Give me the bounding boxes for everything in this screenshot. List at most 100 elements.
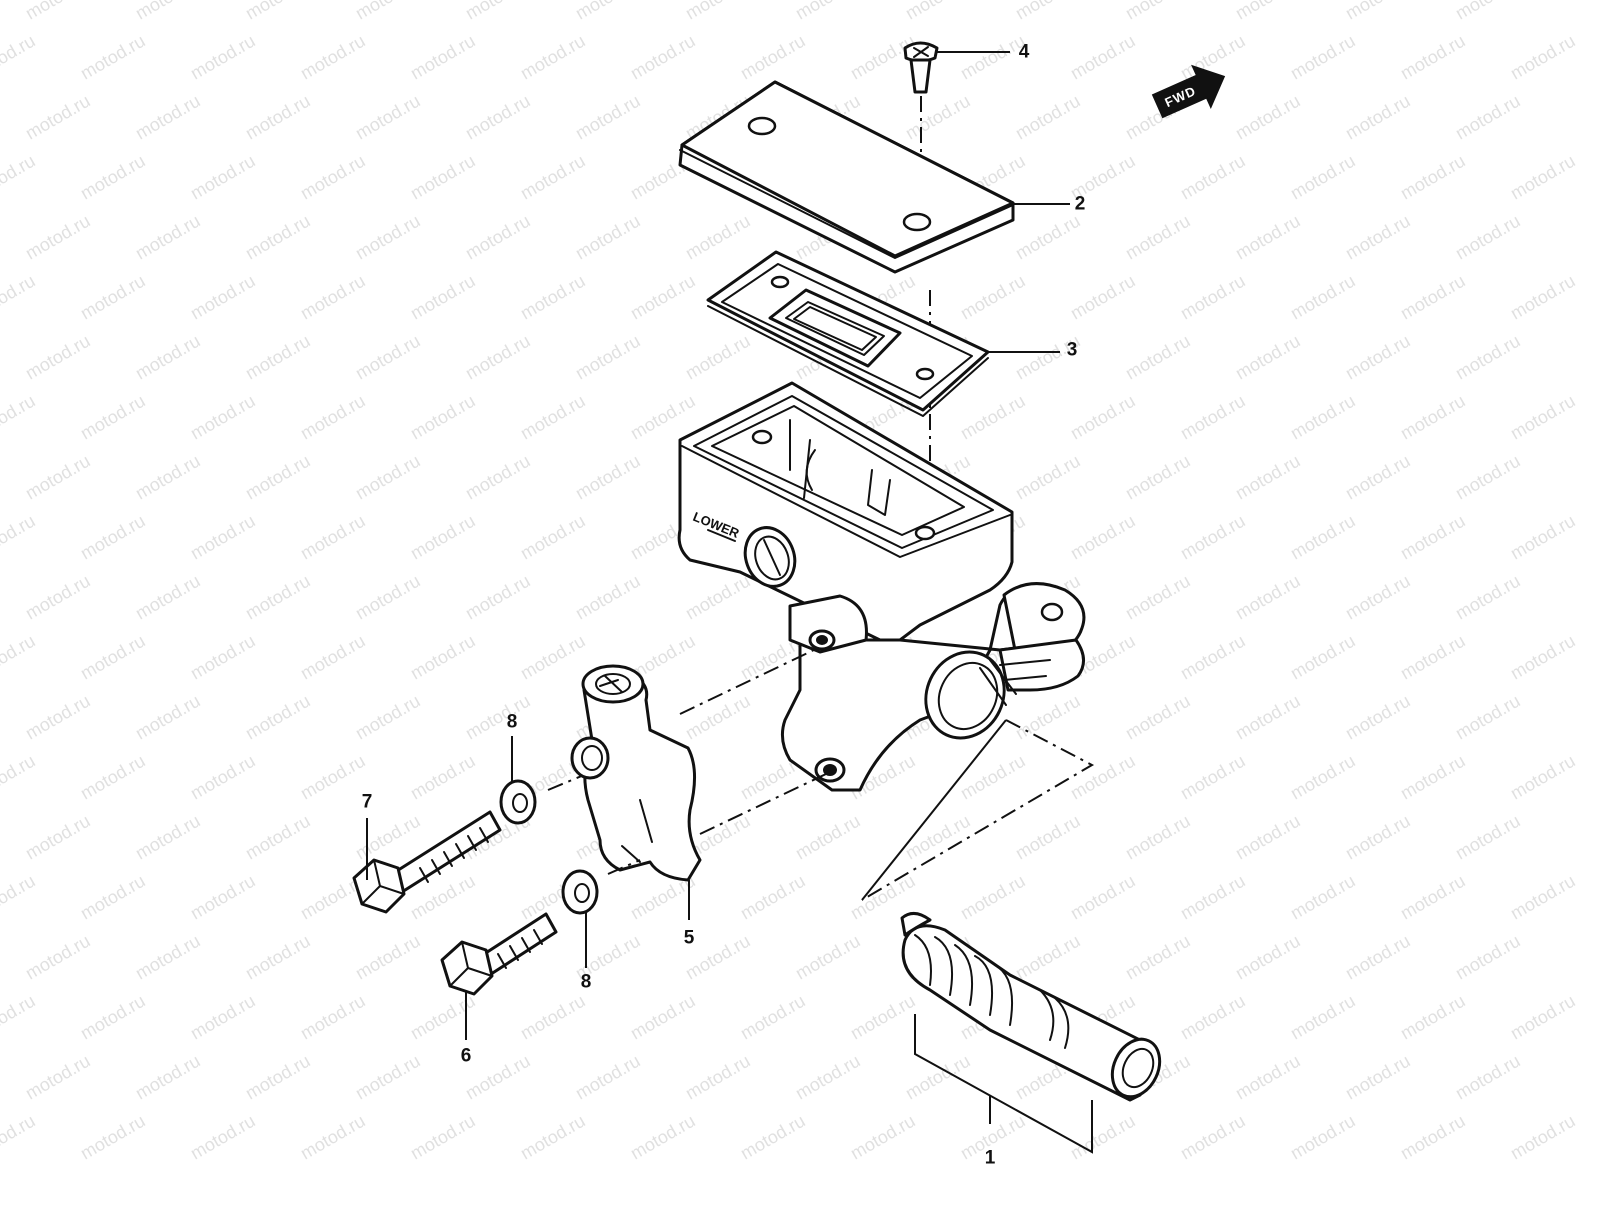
watermark-text: motod.ru <box>1342 451 1414 504</box>
watermark-text: motod.ru <box>1012 211 1084 264</box>
watermark-text: motod.ru <box>352 931 424 984</box>
watermark-text: motod.ru <box>0 871 39 924</box>
watermark-text: motod.ru <box>1507 391 1579 444</box>
master-cylinder-body: LOWER <box>677 381 1086 792</box>
watermark-text: motod.ru <box>1507 991 1579 1044</box>
watermark-text: motod.ru <box>242 331 314 384</box>
watermark-text: motod.ru <box>737 31 809 84</box>
watermark-text: motod.ru <box>462 211 534 264</box>
watermark-text: motod.ru <box>1507 1111 1579 1164</box>
watermark-text: motod.ru <box>22 331 94 384</box>
watermark-text: motod.ru <box>1342 931 1414 984</box>
watermark-text: motod.ru <box>1397 391 1469 444</box>
watermark-text: motod.ru <box>1232 331 1304 384</box>
watermark-text: motod.ru <box>1507 871 1579 924</box>
watermark-text: motod.ru <box>187 991 259 1044</box>
watermark-text: motod.ru <box>187 511 259 564</box>
watermark-text: motod.ru <box>297 391 369 444</box>
watermark-text: motod.ru <box>1177 1111 1249 1164</box>
watermark-text: motod.ru <box>77 871 149 924</box>
watermark-text: motod.ru <box>22 1051 94 1104</box>
watermark-text: motod.ru <box>0 271 39 324</box>
watermark-text: motod.ru <box>242 571 314 624</box>
watermark-text: motod.ru <box>1067 31 1139 84</box>
watermark-text: motod.ru <box>682 571 754 624</box>
watermark-text: motod.ru <box>407 1111 479 1164</box>
watermark-text: motod.ru <box>517 151 589 204</box>
watermark-text: motod.ru <box>737 991 809 1044</box>
watermark-text: motod.ru <box>682 211 754 264</box>
watermark-text: motod.ru <box>902 1051 974 1104</box>
watermark-text: motod.ru <box>22 691 94 744</box>
watermark-text: motod.ru <box>0 511 39 564</box>
watermark-text: motod.ru <box>517 271 589 324</box>
watermark-text: motod.ru <box>1397 631 1469 684</box>
watermark-text: motod.ru <box>572 1051 644 1104</box>
watermark-text: motod.ru <box>957 271 1029 324</box>
watermark-text: motod.ru <box>352 91 424 144</box>
callout-5: 5 <box>683 927 695 949</box>
watermark-text: motod.ru <box>1397 991 1469 1044</box>
watermark-text: motod.ru <box>627 31 699 84</box>
watermark-text: motod.ru <box>352 331 424 384</box>
watermark-text: motod.ru <box>1342 331 1414 384</box>
watermark-text: motod.ru <box>187 1111 259 1164</box>
watermark-text: motod.ru <box>1232 1051 1304 1104</box>
watermark-text: motod.ru <box>1067 511 1139 564</box>
watermark-text: motod.ru <box>792 0 864 23</box>
watermark-text: motod.ru <box>297 991 369 1044</box>
watermark-text: motod.ru <box>1397 31 1469 84</box>
watermark-text: motod.ru <box>1342 211 1414 264</box>
callout-leaders <box>366 51 1070 1040</box>
watermark-text: motod.ru <box>0 991 39 1044</box>
callout-1: 1 <box>984 1147 996 1169</box>
watermark-text: motod.ru <box>352 691 424 744</box>
watermark-text: motod.ru <box>132 931 204 984</box>
watermark-text: motod.ru <box>0 391 39 444</box>
watermark-text: motod.ru <box>462 91 534 144</box>
watermark-text: motod.ru <box>242 811 314 864</box>
watermark-text: motod.ru <box>1287 151 1359 204</box>
watermark-text: motod.ru <box>682 0 754 23</box>
watermark-text: motod.ru <box>407 151 479 204</box>
watermark-text: motod.ru <box>1397 151 1469 204</box>
watermark-text: motod.ru <box>517 31 589 84</box>
watermark-text: motod.ru <box>1067 751 1139 804</box>
watermark-text: motod.ru <box>1287 631 1359 684</box>
watermark-text: motod.ru <box>77 631 149 684</box>
watermark-text: motod.ru <box>682 691 754 744</box>
watermark-text: motod.ru <box>1232 571 1304 624</box>
watermark-text: motod.ru <box>242 931 314 984</box>
watermark-text: motod.ru <box>1507 511 1579 564</box>
watermark-text: motod.ru <box>1177 271 1249 324</box>
watermark-text: motod.ru <box>1342 571 1414 624</box>
watermark-text: motod.ru <box>297 271 369 324</box>
watermark-text: motod.ru <box>407 751 479 804</box>
watermark-text: motod.ru <box>22 931 94 984</box>
watermark-text: motod.ru <box>187 871 259 924</box>
watermark-text: motod.ru <box>957 751 1029 804</box>
watermark-text: motod.ru <box>77 1111 149 1164</box>
watermark-text: motod.ru <box>1452 331 1524 384</box>
watermark-text: motod.ru <box>1067 391 1139 444</box>
watermark-text: motod.ru <box>1122 331 1194 384</box>
watermark-text: motod.ru <box>517 1111 589 1164</box>
watermark-text: motod.ru <box>297 1111 369 1164</box>
watermark-text: motod.ru <box>1012 931 1084 984</box>
watermark-text: motod.ru <box>187 751 259 804</box>
watermark-text: motod.ru <box>572 571 644 624</box>
watermark-text: motod.ru <box>1452 931 1524 984</box>
watermark-text: motod.ru <box>297 151 369 204</box>
watermark-text: motod.ru <box>1287 31 1359 84</box>
watermark-text: motod.ru <box>1232 211 1304 264</box>
watermark-text: motod.ru <box>132 571 204 624</box>
callout-6: 6 <box>460 1045 472 1067</box>
watermark-text: motod.ru <box>1067 271 1139 324</box>
watermark-text: motod.ru <box>1342 691 1414 744</box>
watermark-text: motod.ru <box>957 391 1029 444</box>
watermark-text: motod.ru <box>1122 0 1194 23</box>
watermark-text: motod.ru <box>22 91 94 144</box>
watermark-text: motod.ru <box>1232 691 1304 744</box>
